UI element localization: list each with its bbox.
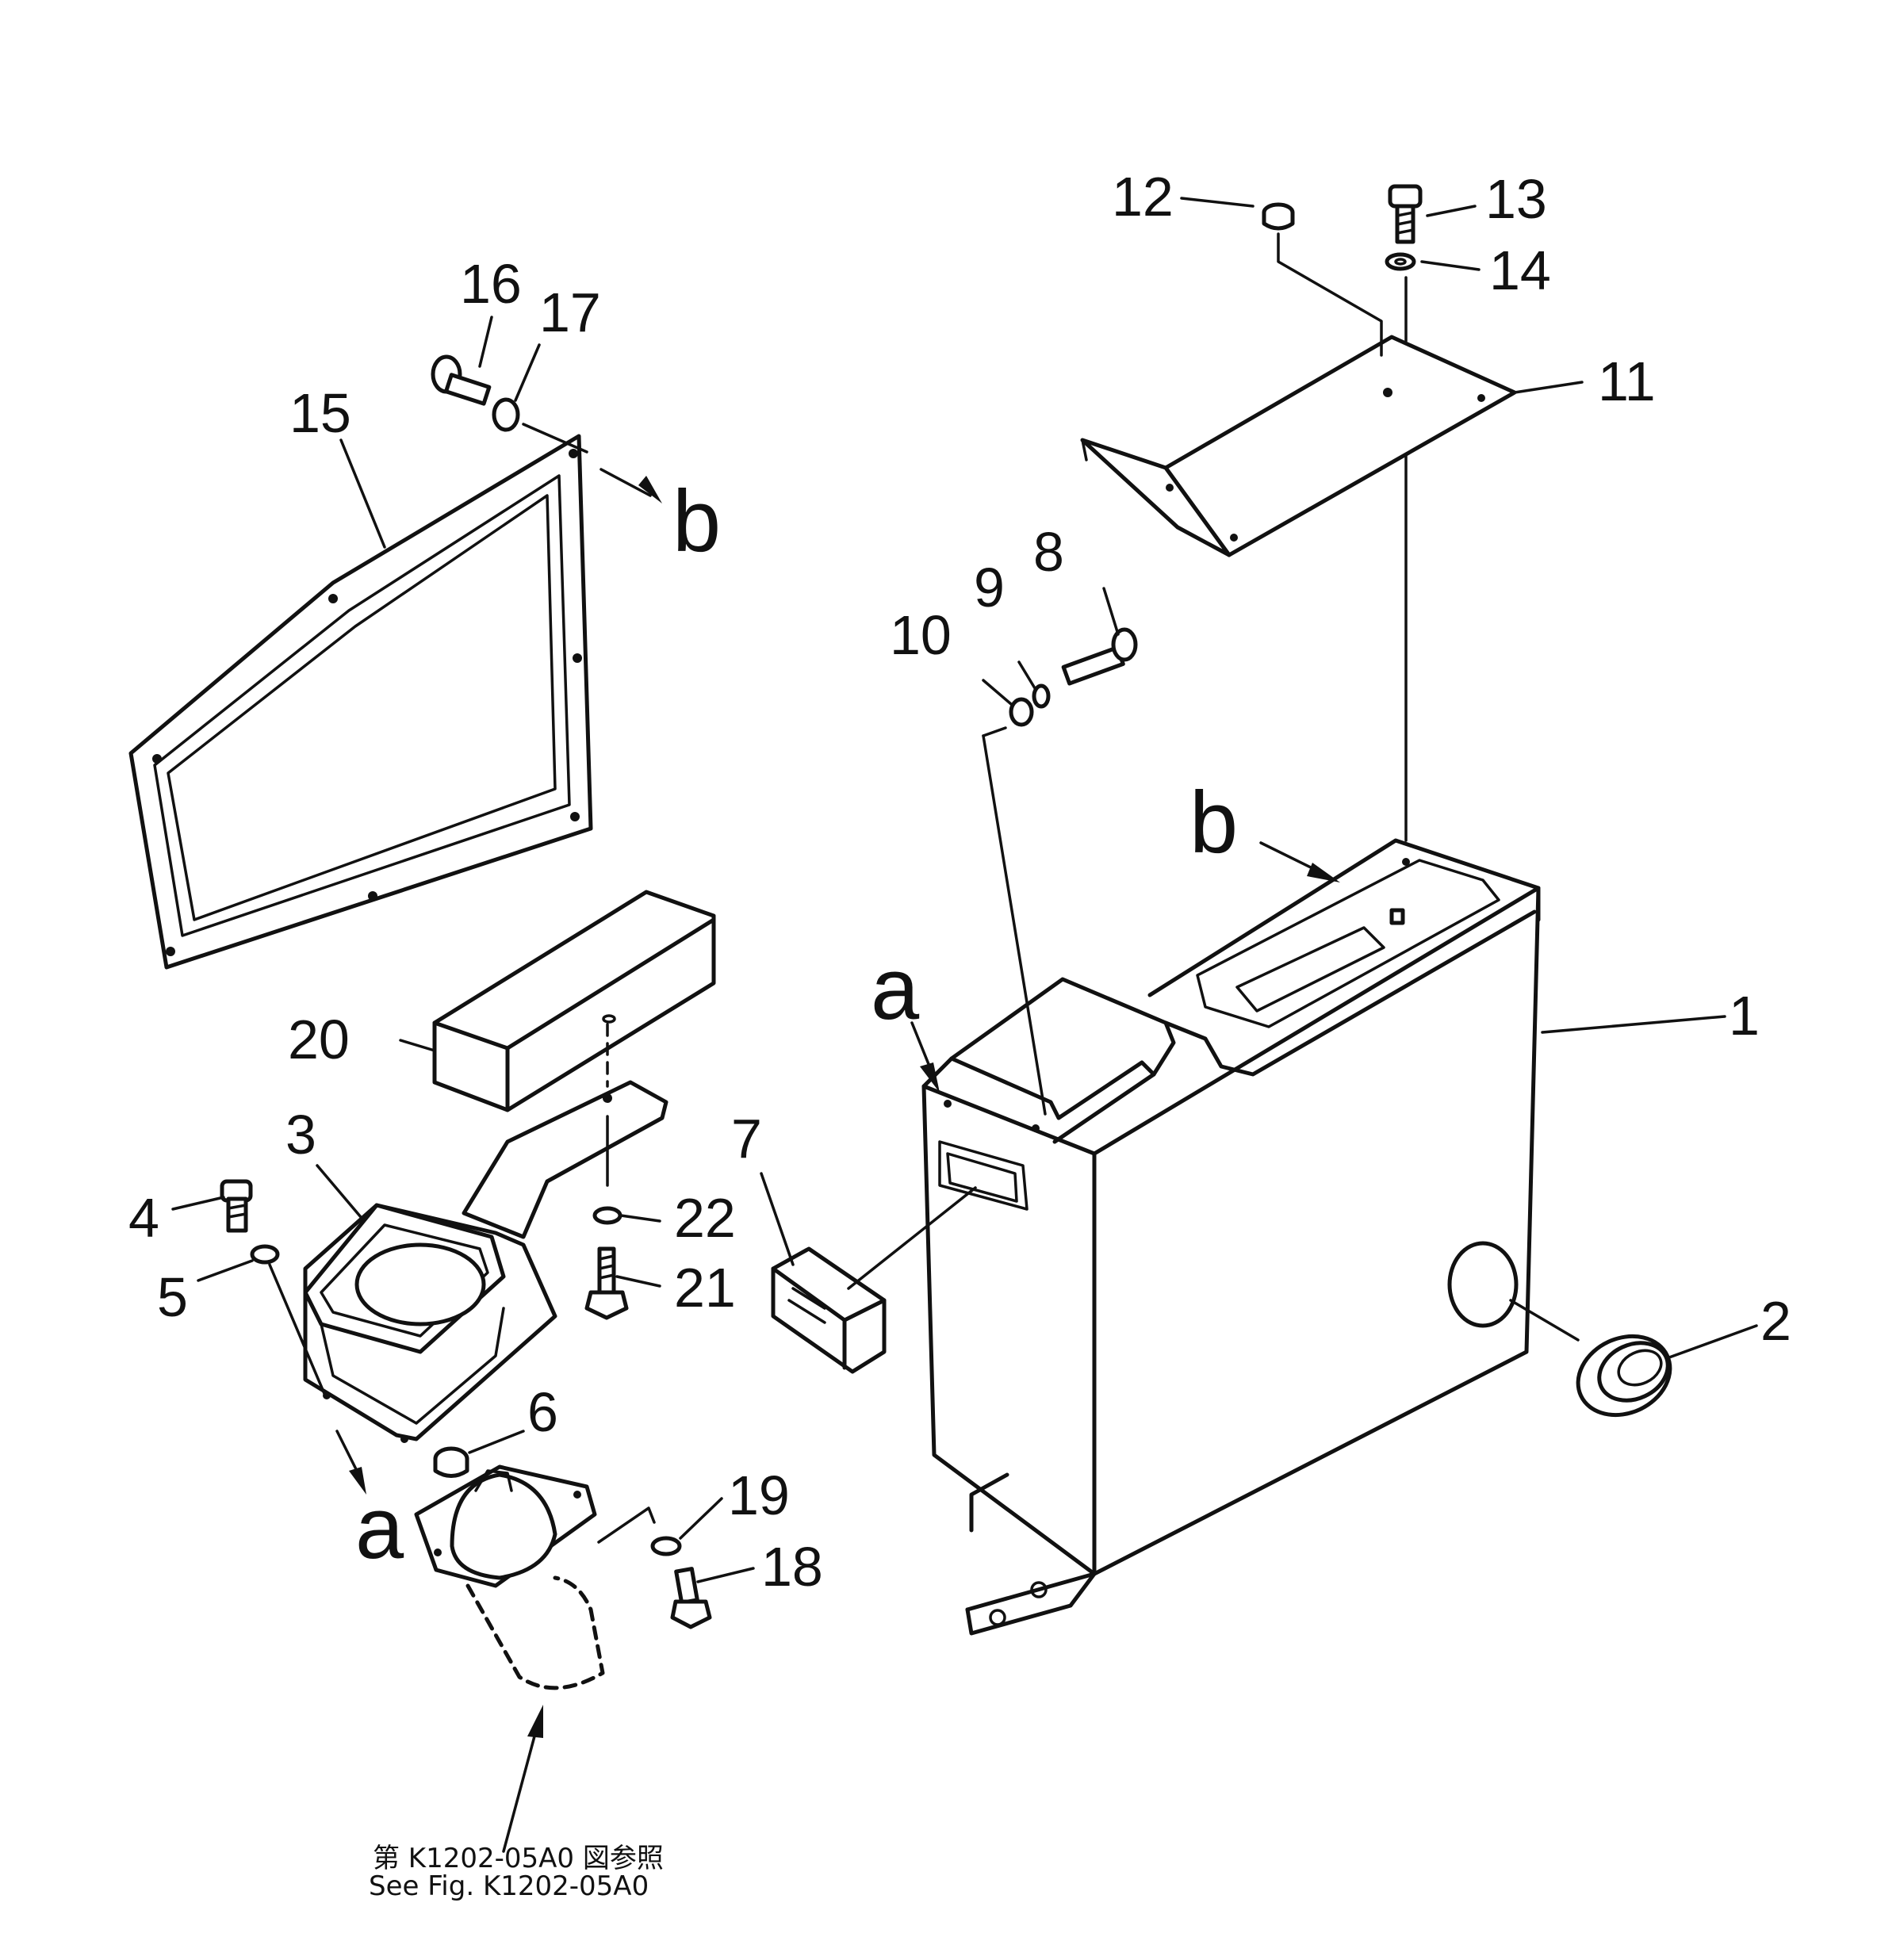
lock-washer-part-9 (1032, 683, 1051, 709)
label-3: 3 (285, 1104, 316, 1166)
label-6: 6 (527, 1381, 558, 1443)
bolt-part-4 (220, 1179, 253, 1233)
label-17: 17 (539, 281, 601, 343)
lever-bracket-part-3 (303, 1023, 668, 1443)
washer-part-22 (592, 1206, 622, 1225)
reference-letter-labels: b b a a (355, 473, 1238, 1577)
ref-a-box: a (871, 940, 920, 1038)
armrest-part-20 (432, 890, 716, 1112)
label-15: 15 (289, 382, 351, 444)
label-21: 21 (674, 1257, 736, 1319)
ref-b-box: b (1189, 774, 1238, 871)
leader-lines (171, 197, 1758, 1583)
reference-arrows (335, 841, 1340, 1853)
label-7: 7 (731, 1108, 762, 1169)
washer-part-17 (492, 397, 520, 432)
label-4: 4 (128, 1187, 159, 1249)
label-9: 9 (974, 557, 1005, 618)
bolt-part-18 (670, 1567, 712, 1629)
ref-b-frame: b (672, 473, 721, 570)
cover-plate-part-11 (1080, 335, 1517, 557)
washer-part-10 (1009, 697, 1034, 727)
note-line-english: See Fig. K1202-05A0 (369, 1870, 649, 1902)
label-16: 16 (460, 253, 522, 315)
label-5: 5 (157, 1266, 188, 1328)
ref-a-bracket: a (355, 1480, 404, 1577)
window-frame-part-15 (128, 434, 593, 970)
label-1: 1 (1729, 985, 1760, 1047)
washer-part-19 (650, 1536, 682, 1556)
bolt-part-13 (1388, 184, 1423, 244)
joystick-lever (414, 1464, 656, 1690)
bolt-part-21 (584, 1246, 629, 1320)
plug-part-12 (1262, 202, 1295, 231)
label-13: 13 (1485, 168, 1547, 230)
label-19: 19 (728, 1464, 790, 1526)
washer-hole-part-14 (1394, 258, 1407, 266)
bolt-part-16 (431, 354, 492, 406)
grommet-part-2 (1509, 1299, 1672, 1418)
washer-part-5 (250, 1244, 280, 1265)
label-8: 8 (1033, 521, 1064, 583)
label-2: 2 (1760, 1290, 1791, 1352)
label-18: 18 (761, 1536, 823, 1598)
label-22: 22 (674, 1187, 736, 1249)
part-number-labels: 1 2 3 4 5 6 7 8 9 10 11 12 13 14 15 16 1… (128, 166, 1791, 1598)
nut-part-6 (433, 1446, 469, 1478)
washer-part-14 (1385, 252, 1416, 271)
console-box-part-1 (921, 838, 1541, 1636)
note-line-japanese: 第 K1202-05A0 図参照 (373, 1843, 664, 1874)
label-20: 20 (288, 1009, 350, 1070)
switch-part-7 (771, 1186, 977, 1374)
figure-reference-note: 第 K1202-05A0 図参照 See Fig. K1202-05A0 (369, 1843, 664, 1902)
label-11: 11 (1598, 350, 1656, 412)
label-12: 12 (1112, 166, 1174, 228)
label-10: 10 (890, 604, 952, 666)
label-14: 14 (1489, 239, 1551, 301)
bolt-part-8 (1061, 627, 1138, 686)
